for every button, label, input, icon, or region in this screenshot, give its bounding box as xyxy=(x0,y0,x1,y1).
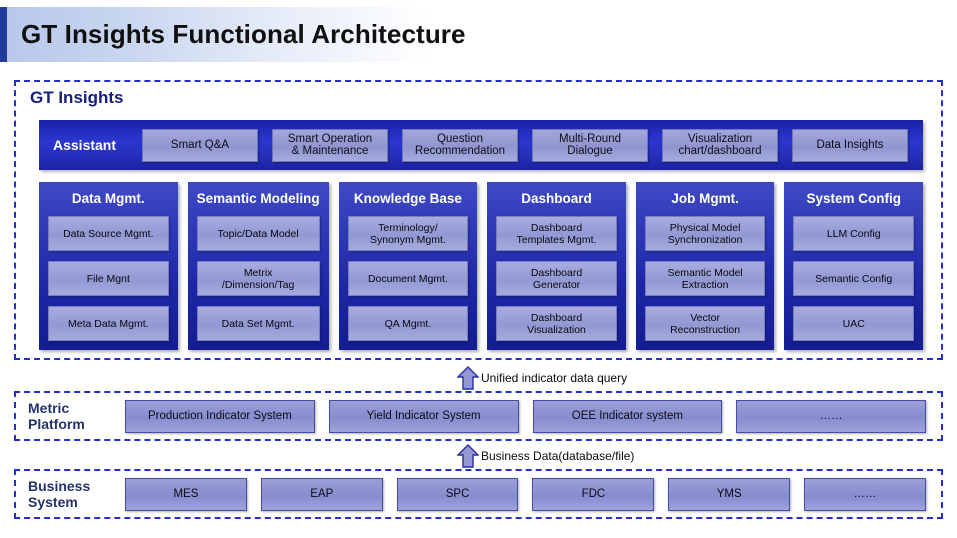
column-system-config[interactable]: System Config LLM Config Semantic Config… xyxy=(784,182,923,350)
sub-box-uac[interactable]: UAC xyxy=(793,306,914,341)
sub-box-topic-data-model[interactable]: Topic/Data Model xyxy=(196,216,320,251)
sub-box-dashboard-templates-mgmt[interactable]: Dashboard Templates Mgmt. xyxy=(496,216,617,251)
sub-box-meta-data-mgmt[interactable]: Meta Data Mgmt. xyxy=(48,306,169,341)
column-data-mgmt[interactable]: Data Mgmt. Data Source Mgmt. File Mgnt M… xyxy=(39,182,178,350)
column-title: Data Mgmt. xyxy=(71,191,145,206)
title-accent-bar xyxy=(0,7,7,62)
business-chip-eap[interactable]: EAP xyxy=(260,477,383,511)
business-system-section: Business System MES EAP SPC FDC YMS …… xyxy=(14,469,943,519)
business-chip-spc[interactable]: SPC xyxy=(396,477,519,511)
sub-box-file-mgnt[interactable]: File Mgnt xyxy=(48,261,169,296)
page-title: GT Insights Functional Architecture xyxy=(21,19,466,49)
sub-box-llm-config[interactable]: LLM Config xyxy=(793,216,914,251)
column-title: Semantic Modeling xyxy=(196,191,320,206)
column-items: Data Source Mgmt. File Mgnt Meta Data Mg… xyxy=(48,216,169,341)
metric-chip-more[interactable]: …… xyxy=(736,399,926,433)
assistant-chip-visualization-chart-dashboard[interactable]: Visualization chart/dashboard xyxy=(662,128,778,162)
business-chip-fdc[interactable]: FDC xyxy=(532,477,655,511)
assistant-chip-question-recommendation[interactable]: Question Recommendation xyxy=(402,128,518,162)
metric-platform-section: Metric Platform Production Indicator Sys… xyxy=(14,391,943,441)
column-title: System Config xyxy=(806,191,901,206)
business-system-label: Business System xyxy=(28,478,91,510)
column-knowledge-base[interactable]: Knowledge Base Terminology/ Synonym Mgmt… xyxy=(338,182,478,350)
column-semantic-modeling[interactable]: Semantic Modeling Topic/Data Model Metri… xyxy=(187,182,329,350)
functional-columns: Data Mgmt. Data Source Mgmt. File Mgnt M… xyxy=(39,182,923,350)
sub-box-data-source-mgmt[interactable]: Data Source Mgmt. xyxy=(48,216,169,251)
metric-platform-label: Metric Platform xyxy=(28,400,85,432)
gt-insights-section-label: GT Insights xyxy=(30,88,124,107)
column-items: Dashboard Templates Mgmt. Dashboard Gene… xyxy=(496,216,617,341)
arrow-caption: Unified indicator data query xyxy=(481,371,628,385)
unified-indicator-data-query-connector: Unified indicator data query xyxy=(457,366,627,390)
column-dashboard[interactable]: Dashboard Dashboard Templates Mgmt. Dash… xyxy=(487,182,626,350)
assistant-chip-smart-operation-maintenance[interactable]: Smart Operation & Maintenance xyxy=(272,128,388,162)
sub-box-data-set-mgmt[interactable]: Data Set Mgmt. xyxy=(196,306,320,341)
business-data-connector: Business Data(database/file) xyxy=(457,444,634,468)
assistant-chip-smart-qa[interactable]: Smart Q&A xyxy=(142,128,258,162)
sub-box-qa-mgmt[interactable]: QA Mgmt. xyxy=(347,306,469,341)
sub-box-dashboard-generator[interactable]: Dashboard Generator xyxy=(496,261,617,296)
column-job-mgmt[interactable]: Job Mgmt. Physical Model Synchronization… xyxy=(635,182,775,350)
sub-box-physical-model-synchronization[interactable]: Physical Model Synchronization xyxy=(644,216,766,251)
sub-box-semantic-config[interactable]: Semantic Config xyxy=(793,261,914,296)
sub-box-metrix-dimension-tag[interactable]: Metrix /Dimension/Tag xyxy=(196,261,320,296)
assistant-band: Assistant Smart Q&A Smart Operation & Ma… xyxy=(39,120,923,170)
assistant-chip-data-insights[interactable]: Data Insights xyxy=(792,128,908,162)
arrow-caption: Business Data(database/file) xyxy=(481,449,635,463)
column-title: Job Mgmt. xyxy=(671,191,739,206)
column-items: Terminology/ Synonym Mgmt. Document Mgmt… xyxy=(347,216,469,341)
sub-box-semantic-model-extraction[interactable]: Semantic Model Extraction xyxy=(644,261,766,296)
metric-chip-yield-indicator-system[interactable]: Yield Indicator System xyxy=(328,399,519,433)
metric-chip-production-indicator-system[interactable]: Production Indicator System xyxy=(125,399,315,433)
up-arrow-icon xyxy=(457,444,479,468)
column-items: LLM Config Semantic Config UAC xyxy=(793,216,914,341)
sub-box-dashboard-visualization[interactable]: Dashboard Visualization xyxy=(496,306,617,341)
sub-box-document-mgmt[interactable]: Document Mgmt. xyxy=(347,261,469,296)
column-items: Physical Model Synchronization Semantic … xyxy=(644,216,766,341)
business-chip-yms[interactable]: YMS xyxy=(668,477,791,511)
gt-insights-section: GT Insights Assistant Smart Q&A Smart Op… xyxy=(14,80,943,360)
business-chip-mes[interactable]: MES xyxy=(125,477,247,511)
column-title: Dashboard xyxy=(521,191,592,206)
column-title: Knowledge Base xyxy=(353,191,462,206)
sub-box-vector-reconstruction[interactable]: Vector Reconstruction xyxy=(644,306,766,341)
assistant-chip-multi-round-dialogue[interactable]: Multi-Round Dialogue xyxy=(532,128,648,162)
sub-box-terminology-synonym-mgmt[interactable]: Terminology/ Synonym Mgmt. xyxy=(347,216,469,251)
assistant-label: Assistant xyxy=(53,137,117,153)
business-chip-more[interactable]: …… xyxy=(804,477,926,511)
page-title-bar: GT Insights Functional Architecture xyxy=(0,7,957,62)
metric-chip-oee-indicator-system[interactable]: OEE Indicator system xyxy=(532,399,723,433)
up-arrow-icon xyxy=(457,366,479,390)
column-items: Topic/Data Model Metrix /Dimension/Tag D… xyxy=(196,216,320,341)
